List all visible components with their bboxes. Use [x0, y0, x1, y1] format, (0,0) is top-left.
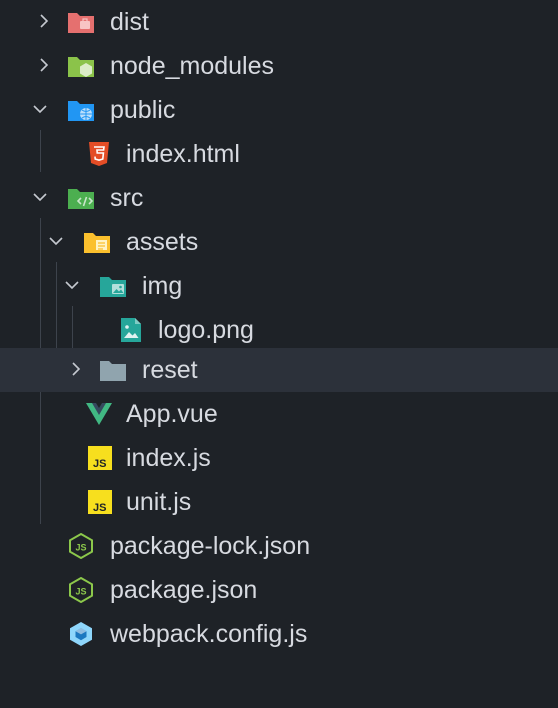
indent-guide-assets: [56, 262, 57, 392]
svg-text:JS: JS: [93, 502, 106, 514]
tree-item-app-vue[interactable]: App.vue: [0, 392, 558, 436]
nodejs-icon: JS: [69, 577, 93, 603]
tree-item-unit-js[interactable]: JS unit.js: [0, 480, 558, 524]
folder-public-icon: [68, 101, 94, 121]
tree-item-label: webpack.config.js: [110, 620, 308, 648]
tree-item-webpack-config-js[interactable]: webpack.config.js: [0, 612, 558, 656]
tree-item-node-modules[interactable]: node_modules: [0, 44, 558, 88]
tree-item-label: reset: [142, 356, 198, 384]
tree-item-public[interactable]: public: [0, 88, 558, 132]
tree-item-label: unit.js: [126, 488, 192, 516]
tree-item-src[interactable]: src: [0, 176, 558, 220]
tree-item-label: package.json: [110, 576, 258, 604]
tree-item-label: dist: [110, 8, 149, 36]
indent-guide-img: [72, 306, 73, 348]
folder-src-icon: [68, 189, 94, 209]
folder-node-icon: [68, 57, 94, 77]
chevron-down-icon[interactable]: [33, 190, 47, 204]
tree-item-label: assets: [126, 228, 199, 256]
tree-item-label: App.vue: [126, 400, 218, 428]
tree-item-label: src: [110, 184, 144, 212]
folder-dist-icon: [68, 13, 94, 33]
tree-item-label: package-lock.json: [110, 532, 311, 560]
javascript-icon: JS: [88, 446, 112, 470]
folder-icon: [100, 361, 126, 381]
chevron-right-icon[interactable]: [37, 14, 51, 28]
tree-item-logo-png[interactable]: logo.png: [0, 308, 558, 352]
chevron-down-icon[interactable]: [65, 278, 79, 292]
tree-item-label: index.js: [126, 444, 211, 472]
svg-text:JS: JS: [76, 543, 87, 553]
indent-guide-public: [40, 130, 41, 172]
tree-item-reset[interactable]: reset: [0, 348, 558, 392]
tree-item-label: node_modules: [110, 52, 275, 80]
html5-icon: [89, 142, 109, 166]
svg-text:JS: JS: [76, 587, 87, 597]
tree-item-label: index.html: [126, 140, 240, 168]
chevron-down-icon[interactable]: [33, 102, 47, 116]
image-file-icon: [121, 318, 141, 342]
svg-text:JS: JS: [93, 458, 106, 470]
chevron-right-icon[interactable]: [69, 362, 83, 376]
folder-images-icon: [100, 277, 126, 297]
tree-item-package-lock-json[interactable]: JS package-lock.json: [0, 524, 558, 568]
webpack-icon: [70, 622, 92, 646]
folder-assets-icon: [84, 233, 110, 253]
tree-item-dist[interactable]: dist: [0, 0, 558, 44]
tree-item-label: logo.png: [158, 316, 254, 344]
tree-item-index-js[interactable]: JS index.js: [0, 436, 558, 480]
tree-item-img[interactable]: img: [0, 264, 558, 308]
chevron-right-icon[interactable]: [37, 58, 51, 72]
tree-item-package-json[interactable]: JS package.json: [0, 568, 558, 612]
tree-item-label: public: [110, 96, 176, 124]
tree-item-label: img: [142, 272, 183, 300]
javascript-icon: JS: [88, 490, 112, 514]
chevron-down-icon[interactable]: [49, 234, 63, 248]
tree-item-index-html[interactable]: index.html: [0, 132, 558, 176]
vue-icon: [86, 403, 112, 425]
nodejs-icon: JS: [69, 533, 93, 559]
tree-item-assets[interactable]: assets: [0, 220, 558, 264]
